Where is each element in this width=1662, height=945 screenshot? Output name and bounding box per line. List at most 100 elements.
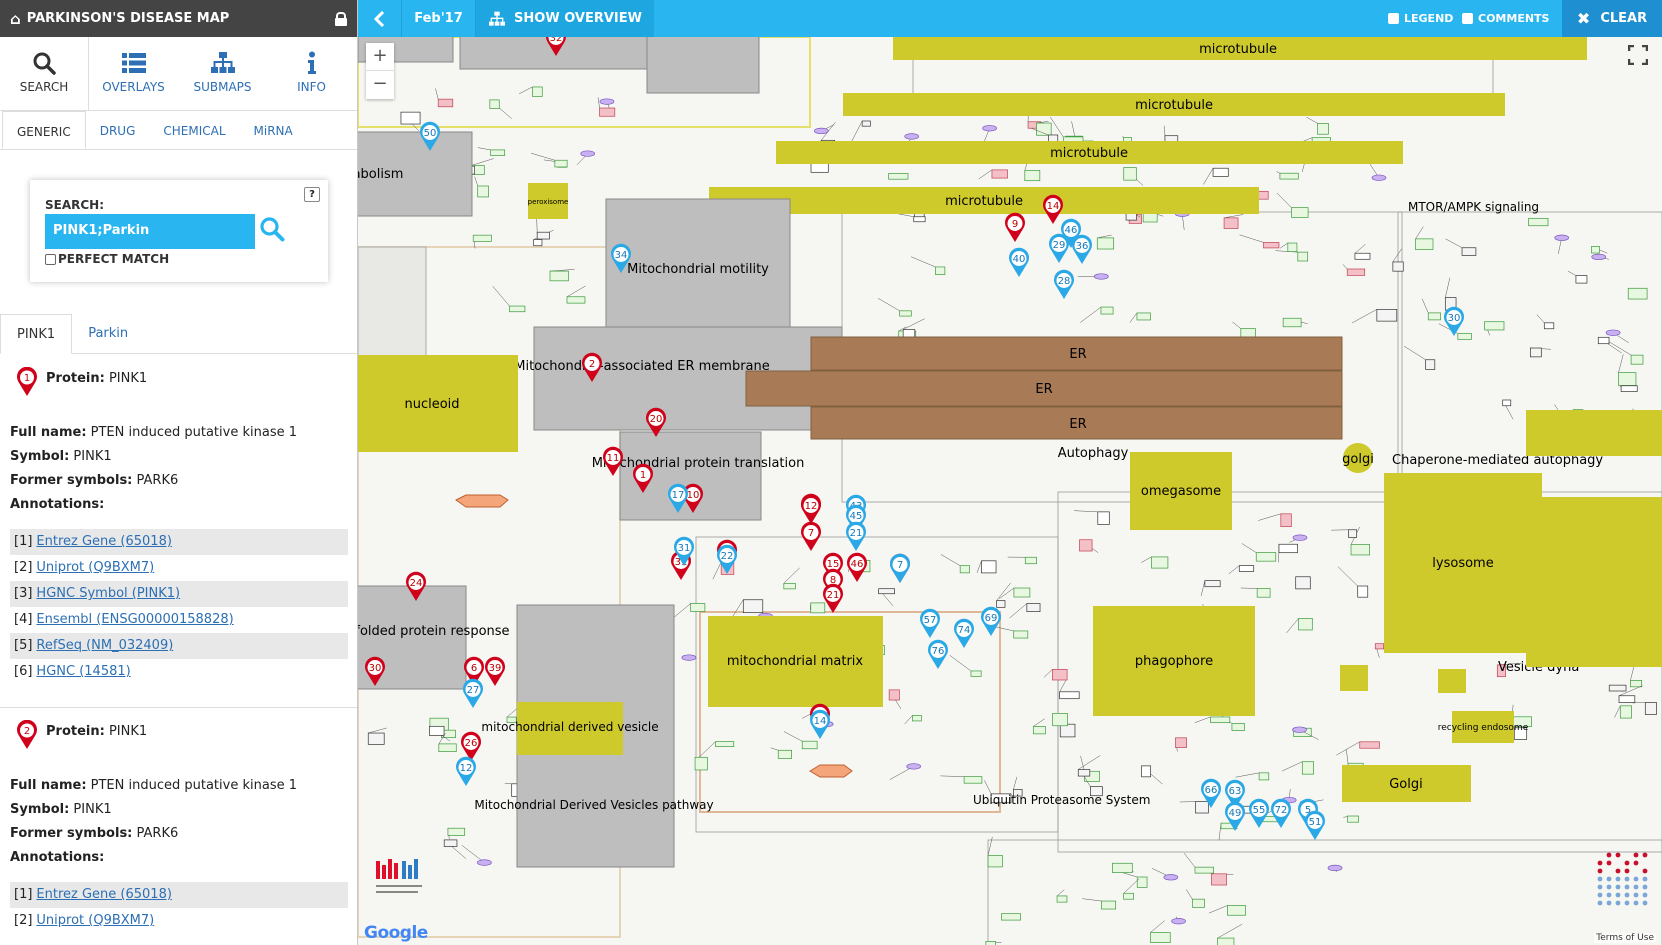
compartment-microtubule[interactable] xyxy=(709,187,1259,214)
tab-generic[interactable]: GENERIC xyxy=(2,111,86,149)
red-search-marker[interactable]: 15 xyxy=(823,552,843,582)
zoom-in-button[interactable]: + xyxy=(366,43,394,71)
nav-info[interactable]: INFO xyxy=(267,37,356,110)
red-search-marker[interactable]: 12 xyxy=(801,494,821,524)
comments-toggle[interactable]: COMMENTS xyxy=(1462,0,1549,37)
nav-submaps[interactable]: SUBMAPS xyxy=(178,37,267,110)
blue-search-marker[interactable]: 76 xyxy=(928,639,948,669)
blue-search-marker[interactable]: 72 xyxy=(1271,798,1291,828)
collapse-panel-button[interactable] xyxy=(358,0,402,37)
blue-search-marker[interactable]: 28 xyxy=(1054,269,1074,299)
compartment-microtubule[interactable] xyxy=(893,37,1587,60)
home-icon[interactable]: ⌂ xyxy=(10,9,21,28)
compartment-lysosome[interactable] xyxy=(1384,473,1542,653)
blue-search-marker[interactable]: 40 xyxy=(1009,247,1029,277)
tab-mirna[interactable]: MiRNA xyxy=(253,124,293,138)
blue-search-marker[interactable]: 36 xyxy=(1072,234,1092,264)
annotation-link[interactable]: Uniprot (Q9BXM7) xyxy=(36,913,155,928)
blue-search-marker[interactable]: 12 xyxy=(456,756,476,786)
red-search-marker[interactable]: 8 xyxy=(823,568,843,598)
blue-search-marker[interactable]: 22 xyxy=(717,544,737,574)
result-entry[interactable]: 2 Protein: PINK1 Full name: PTEN induced… xyxy=(0,708,357,945)
red-search-marker[interactable]: 21 xyxy=(823,583,843,613)
map-marker-icon[interactable]: 2 xyxy=(16,720,38,750)
blue-search-marker[interactable]: 55 xyxy=(1249,798,1269,828)
compartment-microtubule[interactable] xyxy=(843,93,1505,116)
fullscreen-icon[interactable] xyxy=(1628,45,1648,65)
red-search-marker[interactable]: 39 xyxy=(485,656,505,686)
blue-search-marker[interactable]: 7 xyxy=(890,553,910,583)
compartment-er[interactable] xyxy=(745,370,1343,407)
red-search-marker[interactable]: 7 xyxy=(801,521,821,551)
pathway-map[interactable]: microtubule microtubule microtubule micr… xyxy=(358,37,1662,945)
lock-icon[interactable] xyxy=(335,11,347,26)
compartment-golgi[interactable] xyxy=(1342,765,1471,802)
compartment-recycling-endosome[interactable] xyxy=(1452,711,1514,743)
red-search-marker[interactable]: 10 xyxy=(683,483,703,513)
blue-search-marker[interactable]: 69 xyxy=(981,606,1001,636)
compartment-right-yellow[interactable] xyxy=(1526,410,1662,456)
tab-chemical[interactable]: CHEMICAL xyxy=(163,124,226,138)
clear-button[interactable]: ✖ CLEAR xyxy=(1562,0,1662,37)
compartment-mitochondrial-matrix[interactable] xyxy=(708,616,883,707)
red-search-marker[interactable]: 30 xyxy=(365,656,385,686)
red-search-marker[interactable]: 20 xyxy=(646,407,666,437)
compartment-microtubule[interactable] xyxy=(776,141,1403,164)
result-tab-parkin[interactable]: Parkin xyxy=(88,326,129,341)
blue-search-marker[interactable]: 74 xyxy=(954,618,974,648)
annotation-link[interactable]: HGNC Symbol (PINK1) xyxy=(36,586,181,601)
search-input[interactable]: PINK1;Parkin xyxy=(45,214,255,249)
compartment-small-yellow[interactable] xyxy=(1438,669,1466,693)
blue-search-marker[interactable]: 57 xyxy=(920,608,940,638)
blue-search-marker[interactable]: 45 xyxy=(846,504,866,534)
blue-search-marker[interactable]: 51 xyxy=(1305,810,1325,840)
red-search-marker[interactable]: 24 xyxy=(406,571,426,601)
version-selector[interactable]: Feb'17 xyxy=(402,0,476,37)
red-search-marker[interactable]: 32 xyxy=(546,37,566,56)
tab-drug[interactable]: DRUG xyxy=(99,124,136,138)
annotation-link[interactable]: Uniprot (Q9BXM7) xyxy=(36,560,155,575)
blue-search-marker[interactable]: 17 xyxy=(668,483,688,513)
result-entry[interactable]: 1 Protein: PINK1 Full name: PTEN induced… xyxy=(0,355,357,708)
terms-link[interactable]: Terms of Use xyxy=(1594,933,1656,943)
compartment-peroxisome[interactable] xyxy=(528,183,568,219)
compartment-mdv[interactable] xyxy=(517,702,623,755)
annotation-link[interactable]: RefSeq (NM_032409) xyxy=(36,638,174,653)
blue-search-marker[interactable]: 66 xyxy=(1201,778,1221,808)
perfect-match-checkbox[interactable] xyxy=(45,253,56,265)
map-canvas[interactable]: microtubule microtubule microtubule micr… xyxy=(358,37,1662,945)
red-search-marker[interactable]: 9 xyxy=(1005,212,1025,242)
blue-search-marker[interactable]: 31 xyxy=(674,536,694,566)
blue-search-marker[interactable]: 63 xyxy=(1225,779,1245,809)
search-submit-icon[interactable] xyxy=(259,216,285,242)
compartment-omegasome[interactable] xyxy=(1130,452,1232,530)
legend-checkbox[interactable] xyxy=(1388,13,1399,24)
help-button[interactable]: ? xyxy=(304,187,320,202)
compartment-er[interactable] xyxy=(810,336,1343,371)
annotation-link[interactable]: HGNC (14581) xyxy=(36,664,131,679)
annotation-link[interactable]: Entrez Gene (65018) xyxy=(36,887,172,902)
blue-search-marker[interactable]: 27 xyxy=(463,678,483,708)
compartment-golgi[interactable] xyxy=(1343,443,1373,473)
nav-search[interactable]: SEARCH xyxy=(0,37,89,110)
blue-search-marker[interactable]: 30 xyxy=(1444,306,1464,336)
red-search-marker[interactable]: 26 xyxy=(461,731,481,761)
annotation-link[interactable]: Ensembl (ENSG00000158828) xyxy=(36,612,234,627)
red-search-marker[interactable]: 46 xyxy=(847,552,867,582)
comments-checkbox[interactable] xyxy=(1462,13,1473,24)
compartment-mitochondrial-motility[interactable] xyxy=(605,198,791,328)
map-marker-icon[interactable]: 1 xyxy=(16,367,38,397)
blue-search-marker[interactable]: 46 xyxy=(1061,218,1081,248)
blue-search-marker[interactable]: 34 xyxy=(611,243,631,273)
compartment-right-edge[interactable] xyxy=(1526,497,1662,667)
blue-search-marker[interactable]: 50 xyxy=(420,121,440,151)
legend-toggle[interactable]: LEGEND xyxy=(1388,0,1453,37)
show-overview-button[interactable]: SHOW OVERVIEW xyxy=(476,0,654,37)
blue-search-marker[interactable]: 14 xyxy=(810,709,830,739)
perfect-match-toggle[interactable]: PERFECT MATCH xyxy=(45,252,169,266)
annotation-link[interactable]: Entrez Gene (65018) xyxy=(36,534,172,549)
red-search-marker[interactable]: 1 xyxy=(633,463,653,493)
blue-search-marker[interactable]: 21 xyxy=(846,521,866,551)
compartment-er[interactable] xyxy=(810,406,1343,440)
zoom-out-button[interactable]: − xyxy=(372,73,388,94)
